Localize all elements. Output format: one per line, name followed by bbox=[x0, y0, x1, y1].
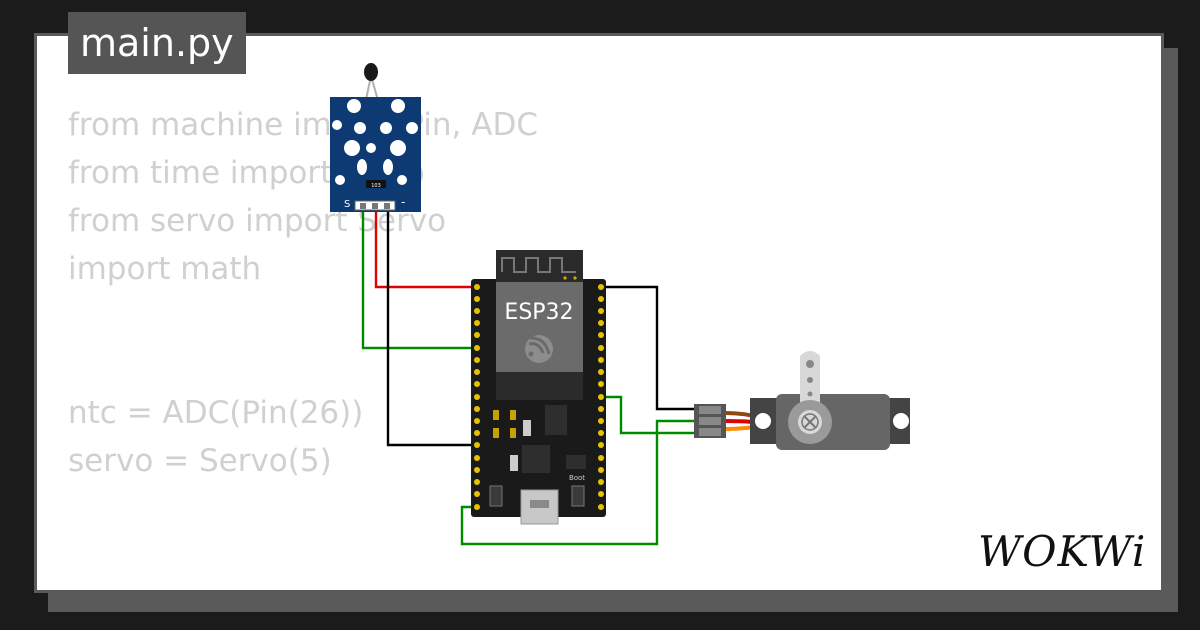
wokwi-logo-icon: WOKWi bbox=[978, 527, 1146, 576]
resistor-label: 103 bbox=[371, 183, 381, 189]
sensor-pcb bbox=[330, 97, 421, 212]
wokwi-logo-text: WOKWi bbox=[978, 527, 1146, 576]
esp32-title: ESP32 bbox=[504, 300, 573, 325]
boot-button[interactable] bbox=[571, 485, 585, 507]
wire-green-servo-signal bbox=[604, 395, 697, 435]
wire-green-signal bbox=[361, 206, 476, 350]
en-button[interactable] bbox=[489, 485, 503, 507]
card-bottom-border bbox=[34, 590, 1164, 593]
card-bottom-shadow bbox=[48, 593, 1178, 612]
boot-label: Boot bbox=[569, 474, 585, 482]
code-line: import math bbox=[68, 251, 262, 287]
espressif-logo-icon bbox=[525, 335, 553, 363]
code-line: servo = Servo(5) bbox=[68, 443, 332, 479]
code-line: ntc = ADC(Pin(26)) bbox=[68, 395, 364, 431]
wire-black-sensor-gnd bbox=[386, 206, 476, 447]
esp32-board: ESP32 Boot bbox=[471, 250, 606, 525]
file-tab[interactable]: main.py bbox=[68, 12, 246, 74]
wire-green-servo-power bbox=[460, 419, 697, 546]
servo-icon bbox=[694, 351, 910, 450]
wire-red bbox=[374, 206, 476, 289]
wire-black-servo-gnd bbox=[604, 285, 697, 411]
sensor-pin-s-label: S bbox=[344, 199, 350, 210]
ntc-sensor-module: 103 S - bbox=[330, 63, 421, 212]
code-line: from servo import Servo bbox=[68, 203, 447, 239]
wokwi-logo: WOKWi bbox=[978, 526, 1150, 576]
wires bbox=[361, 206, 697, 546]
pin-headers bbox=[474, 284, 604, 510]
sensor-pin-minus-label: - bbox=[401, 195, 405, 209]
